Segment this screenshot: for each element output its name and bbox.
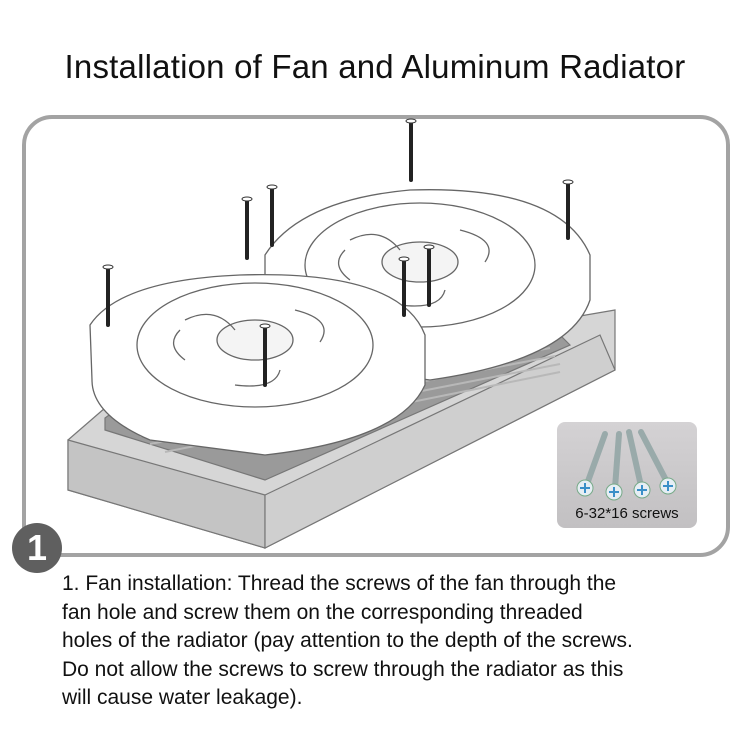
- instruction-line: Do not allow the screws to screw through…: [62, 657, 624, 681]
- instruction-line: will cause water leakage).: [62, 686, 303, 709]
- step-number-badge: 1: [12, 523, 62, 573]
- fan-radiator-illustration: [67, 118, 616, 549]
- screws-photo: [576, 429, 677, 501]
- fan-left: [89, 273, 426, 456]
- instruction-text: 1. Fan installation: Thread the screws o…: [62, 570, 732, 713]
- screws: [106, 120, 570, 387]
- screw-inset-label: 6-32*16 screws: [575, 505, 679, 522]
- screw-inset: 6-32*16 screws: [557, 422, 697, 528]
- instruction-line: holes of the radiator (pay attention to …: [62, 629, 633, 652]
- instruction-line: fan hole and screw them on the correspon…: [62, 600, 583, 624]
- instruction-line: 1. Fan installation: Thread the screws o…: [62, 572, 617, 595]
- page-title: Installation of Fan and Aluminum Radiato…: [64, 48, 686, 85]
